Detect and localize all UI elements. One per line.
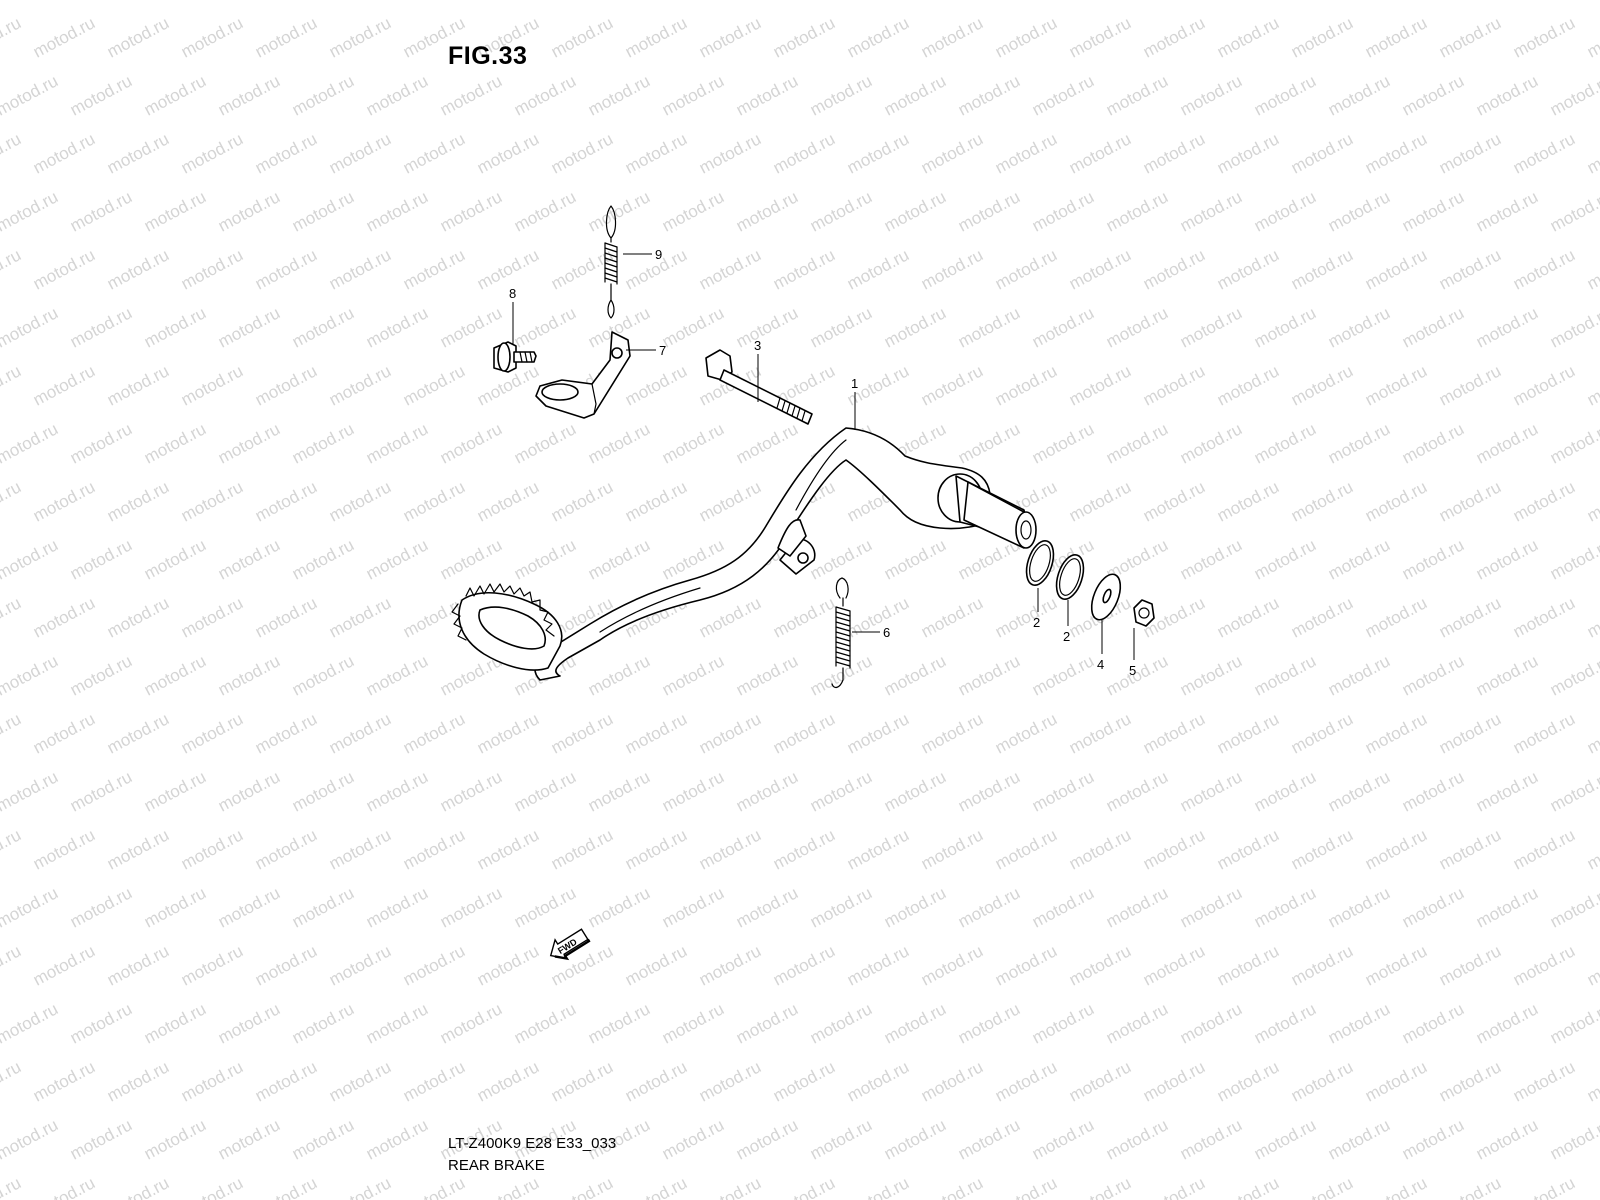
callout-6: 6 [883, 625, 890, 640]
callout-numbers: 9 8 7 3 1 2 2 4 5 6 [509, 247, 1136, 678]
callout-7: 7 [659, 343, 666, 358]
leader-lines [512, 253, 1135, 660]
bracket-bolt[interactable] [493, 341, 537, 373]
callout-9: 9 [655, 247, 662, 262]
bracket-spring[interactable] [604, 205, 618, 319]
callout-5: 5 [1129, 663, 1136, 678]
callout-1: 1 [851, 376, 858, 391]
callout-8: 8 [509, 286, 516, 301]
o-ring-a[interactable] [1021, 537, 1058, 588]
figure-title: FIG.33 [448, 42, 528, 70]
pedal-return-spring[interactable] [831, 577, 851, 689]
callout-2a: 2 [1033, 615, 1040, 630]
model-code: LT-Z400K9 E28 E33_033 [448, 1135, 617, 1152]
section-name: REAR BRAKE [448, 1157, 545, 1174]
brake-pedal[interactable] [451, 427, 1037, 681]
callout-3: 3 [754, 338, 761, 353]
pivot-bolt[interactable] [705, 349, 813, 425]
callout-2b: 2 [1063, 629, 1070, 644]
forward-direction-arrow: FWD [549, 928, 591, 961]
nut[interactable] [1133, 599, 1155, 627]
o-ring-b[interactable] [1051, 551, 1088, 602]
spring-bracket[interactable] [535, 331, 631, 419]
callout-4: 4 [1097, 657, 1104, 672]
washer[interactable] [1086, 570, 1126, 623]
